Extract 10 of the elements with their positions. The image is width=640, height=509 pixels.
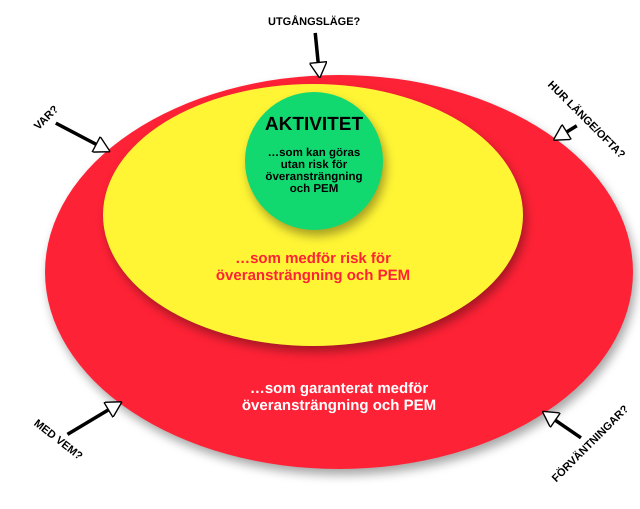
arrow	[552, 124, 578, 141]
node-label: …som medför risk för överansträngning och PEM	[214, 250, 412, 284]
question-label: UTGÅNGSLÄGE?	[268, 16, 360, 28]
node-label: …som kan göras utan risk för överansträngning och PEM	[264, 147, 364, 195]
arrow	[542, 410, 582, 440]
node-label: …som garanterat medför överansträngning och PEM	[240, 380, 438, 414]
node-heading: AKTIVITET	[264, 114, 364, 136]
arrow	[66, 401, 123, 436]
arrow	[308, 32, 328, 79]
arrow	[55, 122, 111, 153]
